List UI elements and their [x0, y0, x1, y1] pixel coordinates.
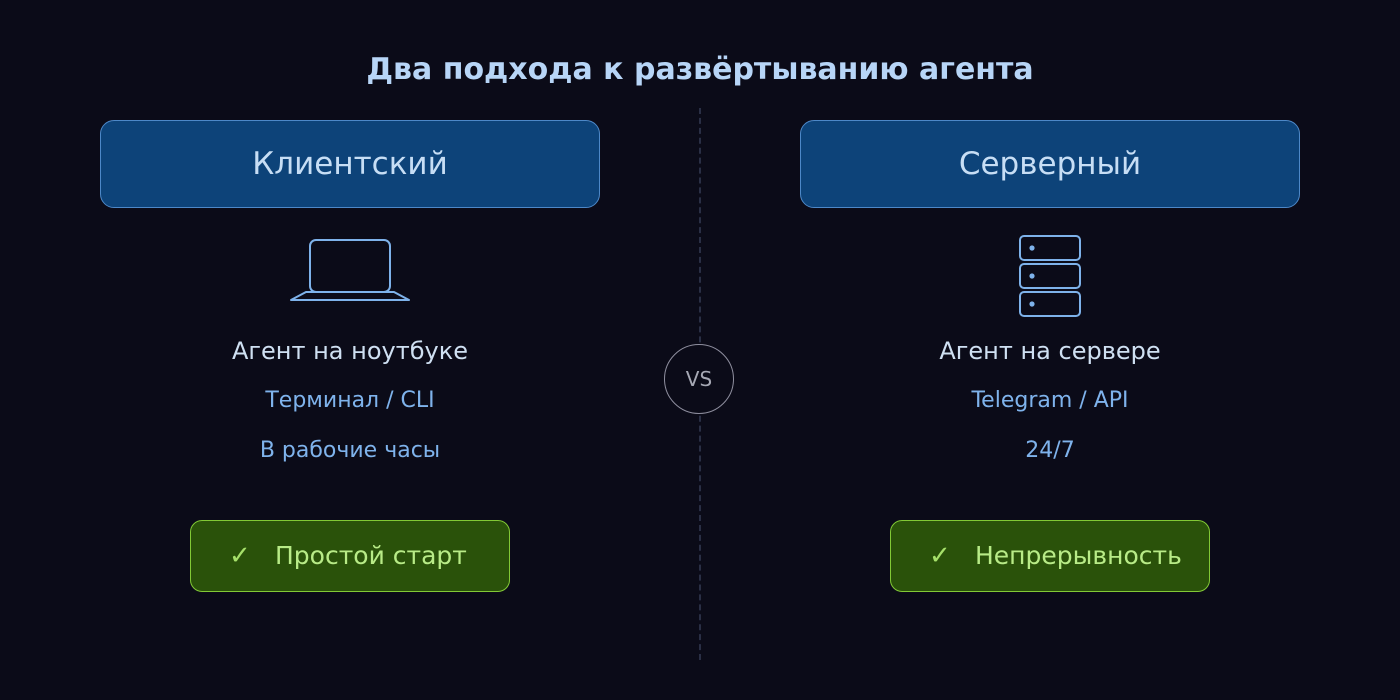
check-icon: ✓ — [229, 541, 251, 571]
client-title-line: Агент на ноутбуке — [232, 337, 468, 365]
server-column: Серверный Агент на сервере Telegram / AP… — [800, 0, 1300, 700]
server-title-line: Агент на сервере — [939, 337, 1161, 365]
server-advantage-label: Непрерывность — [975, 541, 1182, 570]
server-advantage-badge: ✓ Непрерывность — [890, 520, 1210, 592]
client-schedule-line: В рабочие часы — [259, 438, 441, 463]
client-advantage-badge: ✓ Простой старт — [190, 520, 510, 592]
server-icon — [1019, 235, 1081, 317]
vs-badge: VS — [664, 344, 734, 414]
client-interface-line: Терминал / CLI — [265, 388, 435, 413]
check-icon: ✓ — [929, 541, 951, 571]
client-header: Клиентский — [100, 120, 600, 208]
server-interface-line: Telegram / API — [971, 388, 1129, 413]
server-header: Серверный — [800, 120, 1300, 208]
laptop-icon — [290, 239, 410, 301]
client-advantage-label: Простой старт — [275, 541, 467, 570]
server-schedule-line: 24/7 — [1025, 438, 1075, 463]
page-title: Два подхода к развёртыванию агента — [366, 52, 1034, 87]
client-column: Клиентский Агент на ноутбуке Терминал / … — [100, 0, 600, 700]
